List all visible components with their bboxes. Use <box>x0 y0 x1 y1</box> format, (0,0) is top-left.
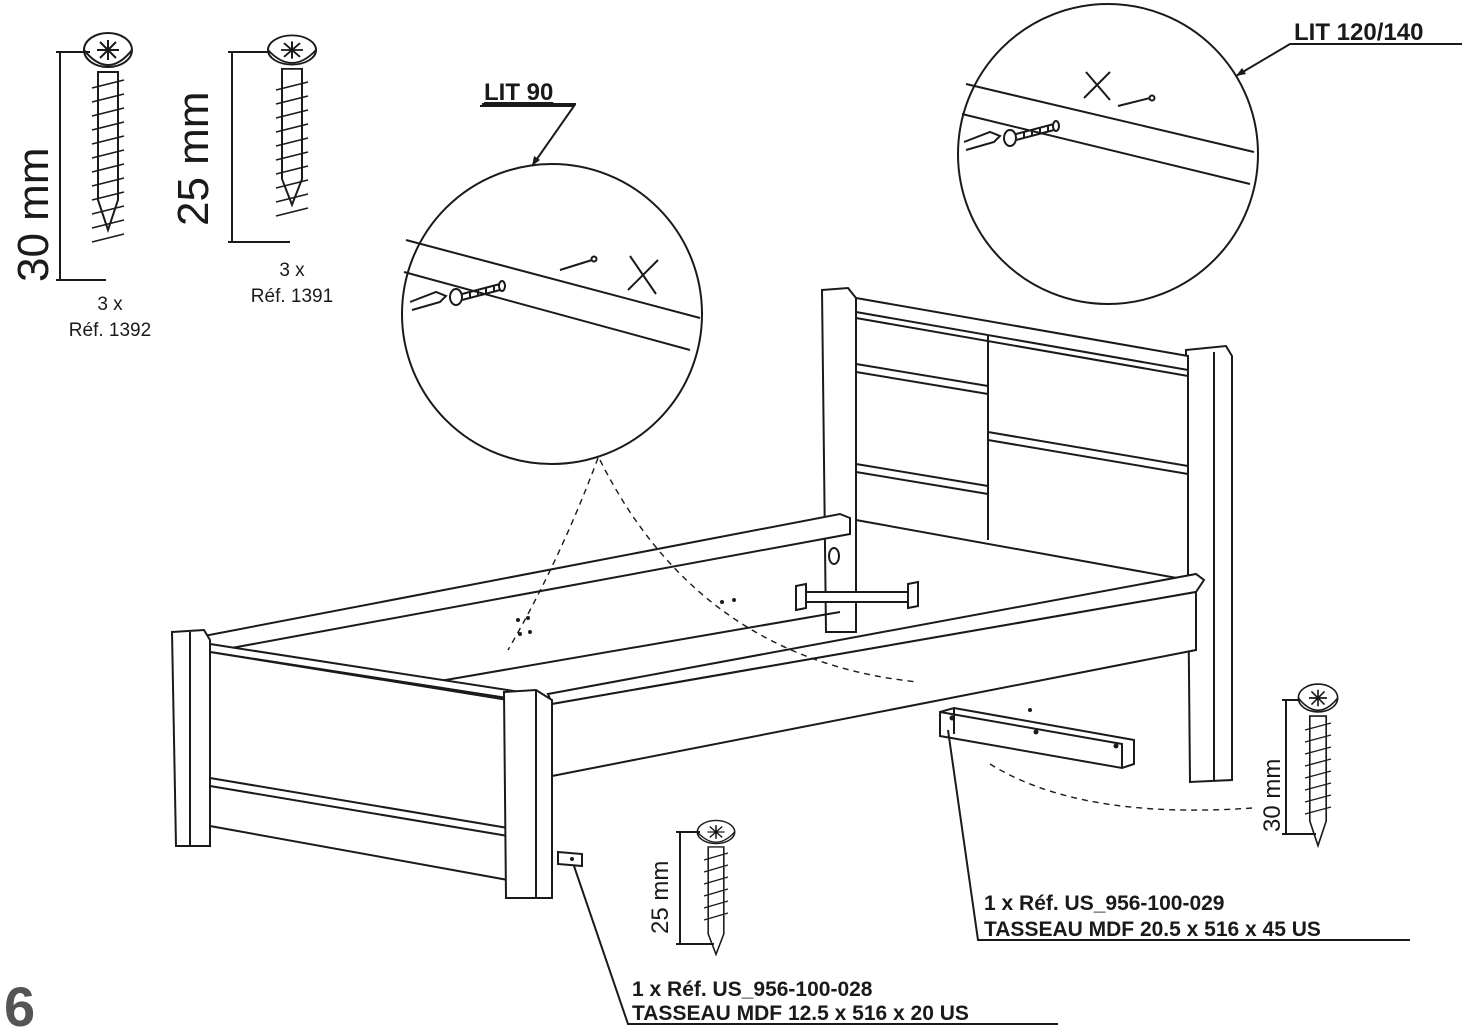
cleat-large-callout: 1 x Réf. US_956-100-029 TASSEAU MDF 20.5… <box>947 729 1410 941</box>
screw-1391-qty: 3 x <box>279 260 305 281</box>
bed-frame <box>170 286 1233 899</box>
cleat-large-desc: TASSEAU MDF 20.5 x 516 x 45 US <box>984 918 1321 941</box>
screw-1391-length: 25 mm <box>169 92 218 226</box>
screw-1391-icon <box>267 34 317 206</box>
cleat-small-desc: TASSEAU MDF 12.5 x 516 x 20 US <box>632 1002 969 1025</box>
detail-lit90-label: LIT 90 <box>484 79 553 106</box>
screw-right-group: 30 mm <box>1259 683 1339 847</box>
cleat-large-ref: 1 x Réf. US_956-100-029 <box>984 892 1225 915</box>
screw-bottom-length: 25 mm <box>647 861 674 934</box>
screw-bottom-icon <box>696 819 736 956</box>
screw-1391-ref: Réf. 1391 <box>251 286 333 307</box>
screw-bottom-group: 25 mm <box>647 819 736 956</box>
detail-lit90: LIT 90 <box>401 79 703 465</box>
detail-lit120-label: LIT 120/140 <box>1294 19 1423 46</box>
cleat-small-ref: 1 x Réf. US_956-100-028 <box>632 978 873 1001</box>
step-number: 6 <box>4 975 35 1034</box>
screw-1392-group: 30 mm 3 x Réf. 1392 <box>9 32 151 341</box>
detail-lit120: LIT 120/140 <box>957 3 1462 305</box>
screw-1392-qty: 3 x <box>97 294 123 315</box>
screw-1392-length: 30 mm <box>9 148 58 282</box>
cleat-small-callout: 1 x Réf. US_956-100-028 TASSEAU MDF 12.5… <box>573 865 1058 1025</box>
screw-1392-ref: Réf. 1392 <box>69 320 151 341</box>
screw-right-icon <box>1297 683 1339 847</box>
screw-1391-group: 25 mm 3 x Réf. 1391 <box>169 34 333 307</box>
screw-right-length: 30 mm <box>1259 759 1286 832</box>
screw-1392-icon <box>83 32 133 231</box>
cleat-large-drawing <box>939 706 1135 770</box>
